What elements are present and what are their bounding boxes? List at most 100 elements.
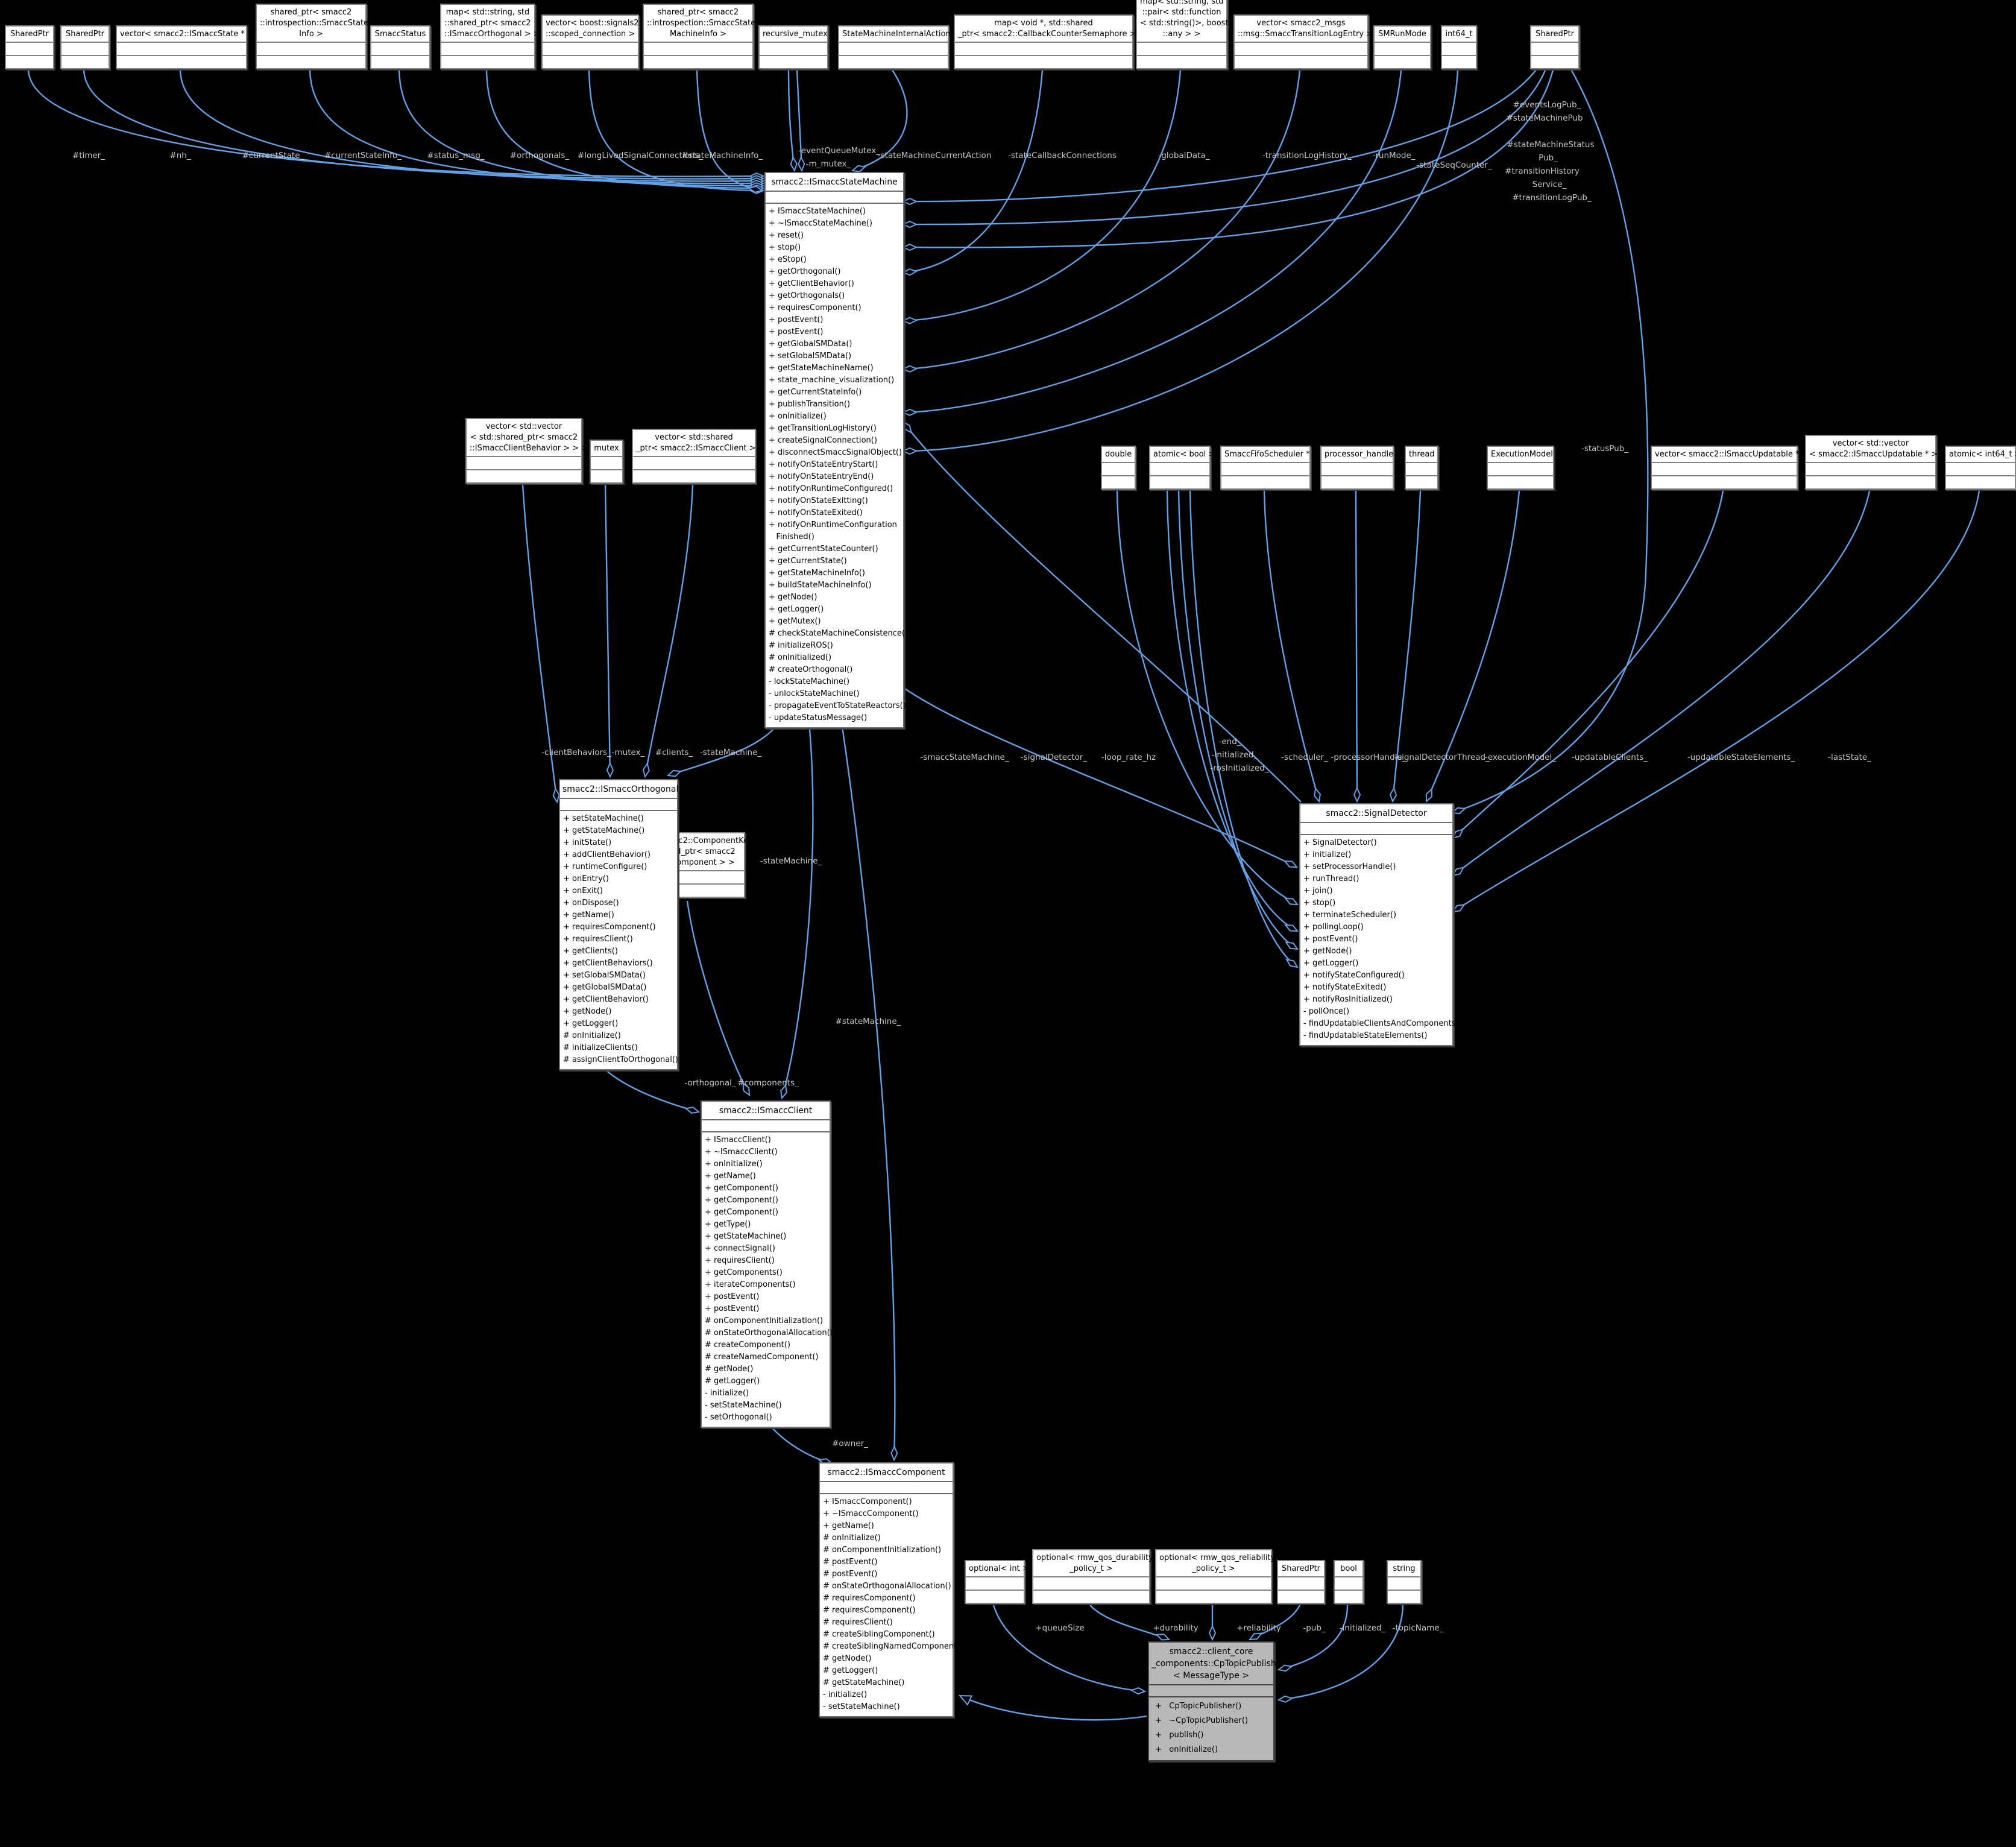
class-box-ismacc-client[interactable]: smacc2::ISmaccClient+ ISmaccClient()+ ~I… xyxy=(701,1100,833,1428)
class-method: + ISmaccClient() xyxy=(705,1135,771,1145)
class-method: - setOrthogonal() xyxy=(705,1413,772,1422)
class-method: + buildStateMachineInfo() xyxy=(769,581,872,590)
type-box-empty-compartment xyxy=(1335,1590,1362,1603)
type-box-empty-compartment xyxy=(1946,462,2015,475)
type-box-state-machine-internal-action: StateMachineInternalAction xyxy=(838,25,951,69)
class-method: + getNode() xyxy=(769,593,817,602)
edge-label: -updatableClients_ xyxy=(1572,753,1648,762)
type-box-vector-ismacc-state: vector< smacc2::ISmaccState * > xyxy=(116,25,254,69)
class-method: - lockStateMachine() xyxy=(769,677,850,686)
class-method: + notifyOnStateEntryEnd() xyxy=(769,472,874,481)
type-box-title-line: vector< std::vector xyxy=(1832,439,1909,448)
class-method: # initializeROS() xyxy=(769,641,833,650)
type-box-title-line: _ptr< smacc2::ISmaccClient > > xyxy=(636,444,765,453)
edge-label: -smaccStateMachine_ xyxy=(920,753,1009,762)
type-box-empty-compartment xyxy=(1388,1576,1420,1590)
edge-label: -stateMachineCurrentAction xyxy=(877,151,992,160)
type-box-empty-compartment xyxy=(1442,42,1476,55)
type-box-empty-compartment xyxy=(1406,462,1437,475)
class-box-ismacc-component[interactable]: smacc2::ISmaccComponent+ ISmaccComponent… xyxy=(819,1462,963,1717)
edge-label: -loop_rate_hz xyxy=(1101,753,1156,762)
class-method: + SignalDetector() xyxy=(1303,838,1377,847)
type-box-recursive-mutex: recursive_mutex xyxy=(758,25,828,69)
class-method: # getNode() xyxy=(823,1654,872,1663)
aggregation-edge xyxy=(903,69,1044,273)
type-box-empty-compartment xyxy=(628,883,744,897)
class-box-signal-detector[interactable]: smacc2::SignalDetector+ SignalDetector()… xyxy=(1299,803,1462,1046)
class-method: + getOrthogonal() xyxy=(769,267,841,276)
class-method: + connectSignal() xyxy=(705,1244,775,1253)
type-box-shared-ptr-smacc-state-info: shared_ptr< smacc2::introspection::Smacc… xyxy=(256,4,368,69)
type-box-title-line: ::shared_ptr< smacc2 xyxy=(444,19,531,28)
aggregation-edge xyxy=(903,69,1459,451)
class-attributes-compartment xyxy=(702,1119,830,1131)
type-box-smacc-fifo-scheduler: SmaccFifoScheduler * xyxy=(1220,446,1311,490)
class-method: + ~CpTopicPublisher() xyxy=(1155,1716,1249,1725)
class-box-ismacc-orthogonal[interactable]: smacc2::ISmaccOrthogonal+ setStateMachin… xyxy=(559,779,678,1070)
type-box-map-callback-counter-semaphore: map< void *, std::shared_ptr< smacc2::Ca… xyxy=(954,14,1145,69)
class-method: # getLogger() xyxy=(705,1377,760,1386)
type-box-empty-compartment xyxy=(543,55,638,68)
edge-label: #transitionHistory xyxy=(1505,166,1580,176)
type-box-empty-compartment xyxy=(955,55,1132,68)
edge-label: #owner_ xyxy=(832,1439,868,1448)
type-box-empty-compartment xyxy=(1652,462,1797,475)
type-box-title-line: SharedPtr xyxy=(1535,30,1575,39)
edge-label: #stateMachineInfo_ xyxy=(681,151,763,160)
aggregation-edge xyxy=(1426,490,1520,801)
type-box-title-line: ExecutionModel xyxy=(1491,450,1553,459)
type-box-title-line: SharedPtr xyxy=(1281,1564,1321,1573)
type-box-title-line: Info > xyxy=(299,30,323,39)
class-method: # requiresComponent() xyxy=(823,1594,916,1603)
class-method: # initializeClients() xyxy=(563,1043,638,1052)
type-box-empty-compartment xyxy=(591,456,622,469)
class-method: + getLogger() xyxy=(563,1019,619,1028)
type-box-title-line: MachineInfo > xyxy=(669,30,727,39)
aggregation-edge xyxy=(903,69,1402,412)
edge-label: #clients_ xyxy=(655,748,693,757)
class-method: + getTransitionLogHistory() xyxy=(769,424,877,433)
aggregation-edge xyxy=(588,69,763,191)
type-box-title-line: vector< smacc2::ISmaccState * > xyxy=(120,30,254,39)
type-box-empty-compartment xyxy=(1278,1576,1324,1590)
type-box-empty-compartment xyxy=(1321,462,1393,475)
edge-label: -stateMachine_ xyxy=(760,856,822,866)
class-method: # getNode() xyxy=(705,1365,754,1374)
class-title-line: smacc2::ISmaccComponent xyxy=(827,1468,945,1477)
type-box-map-orthogonals: map< std::string, std::shared_ptr< smacc… xyxy=(440,4,540,69)
type-box-vector-client-behaviors: vector< std::vector< std::shared_ptr< sm… xyxy=(465,418,588,484)
class-method: + getComponent() xyxy=(705,1196,778,1205)
type-box-empty-compartment xyxy=(1150,475,1209,488)
type-box-empty-compartment xyxy=(257,42,365,55)
aggregation-edge xyxy=(992,1605,1145,1691)
type-box-empty-compartment xyxy=(1102,462,1135,475)
edge-label: -initialized_ xyxy=(1211,750,1258,760)
type-box-title-line: _policy_t > xyxy=(1069,1564,1113,1573)
class-method: + setProcessorHandle() xyxy=(1303,862,1396,871)
type-box-empty-compartment xyxy=(591,469,622,482)
type-box-title-line: _ptr< smacc2::CallbackCounterSemaphore >… xyxy=(958,30,1145,39)
type-box-title-line: atomic< int64_t > xyxy=(1949,450,2016,459)
type-box-title-line: vector< boost::signals2 xyxy=(546,19,639,28)
class-box-cp-topic-publisher[interactable]: smacc2::client_core_components::CpTopicP… xyxy=(1148,1641,1285,1761)
class-method: + getGlobalSMData() xyxy=(563,983,647,992)
type-box-title-line: ::any > > xyxy=(1162,30,1201,39)
class-box-ismacc-state-machine[interactable]: smacc2::ISmaccStateMachine+ ISmaccStateM… xyxy=(764,172,908,728)
class-method: + getName() xyxy=(563,911,614,920)
class-method: # createComponent() xyxy=(705,1340,790,1350)
class-method: + join() xyxy=(1303,886,1333,895)
class-method: + setGlobalSMData() xyxy=(769,352,852,361)
edge-label: -stateMachine_ xyxy=(699,748,762,757)
type-box-empty-compartment xyxy=(1150,462,1209,475)
class-method: + getCurrentStateCounter() xyxy=(769,545,878,554)
type-box-vector-ismacc-client: vector< std::shared_ptr< smacc2::ISmaccC… xyxy=(632,429,765,484)
class-title-line: smacc2::SignalDetector xyxy=(1326,809,1427,818)
type-box-execution-model: ExecutionModel xyxy=(1487,446,1554,490)
class-method: + postEvent() xyxy=(769,327,824,336)
class-method: - initialize() xyxy=(823,1690,868,1699)
class-methods-compartment: + ISmaccClient()+ ~ISmaccClient()+ onIni… xyxy=(702,1131,833,1427)
class-method: + runThread() xyxy=(1303,874,1359,883)
type-box-empty-compartment xyxy=(633,469,755,482)
class-method: # createNamedComponent() xyxy=(705,1353,819,1362)
aggregation-edge xyxy=(1453,490,1980,912)
